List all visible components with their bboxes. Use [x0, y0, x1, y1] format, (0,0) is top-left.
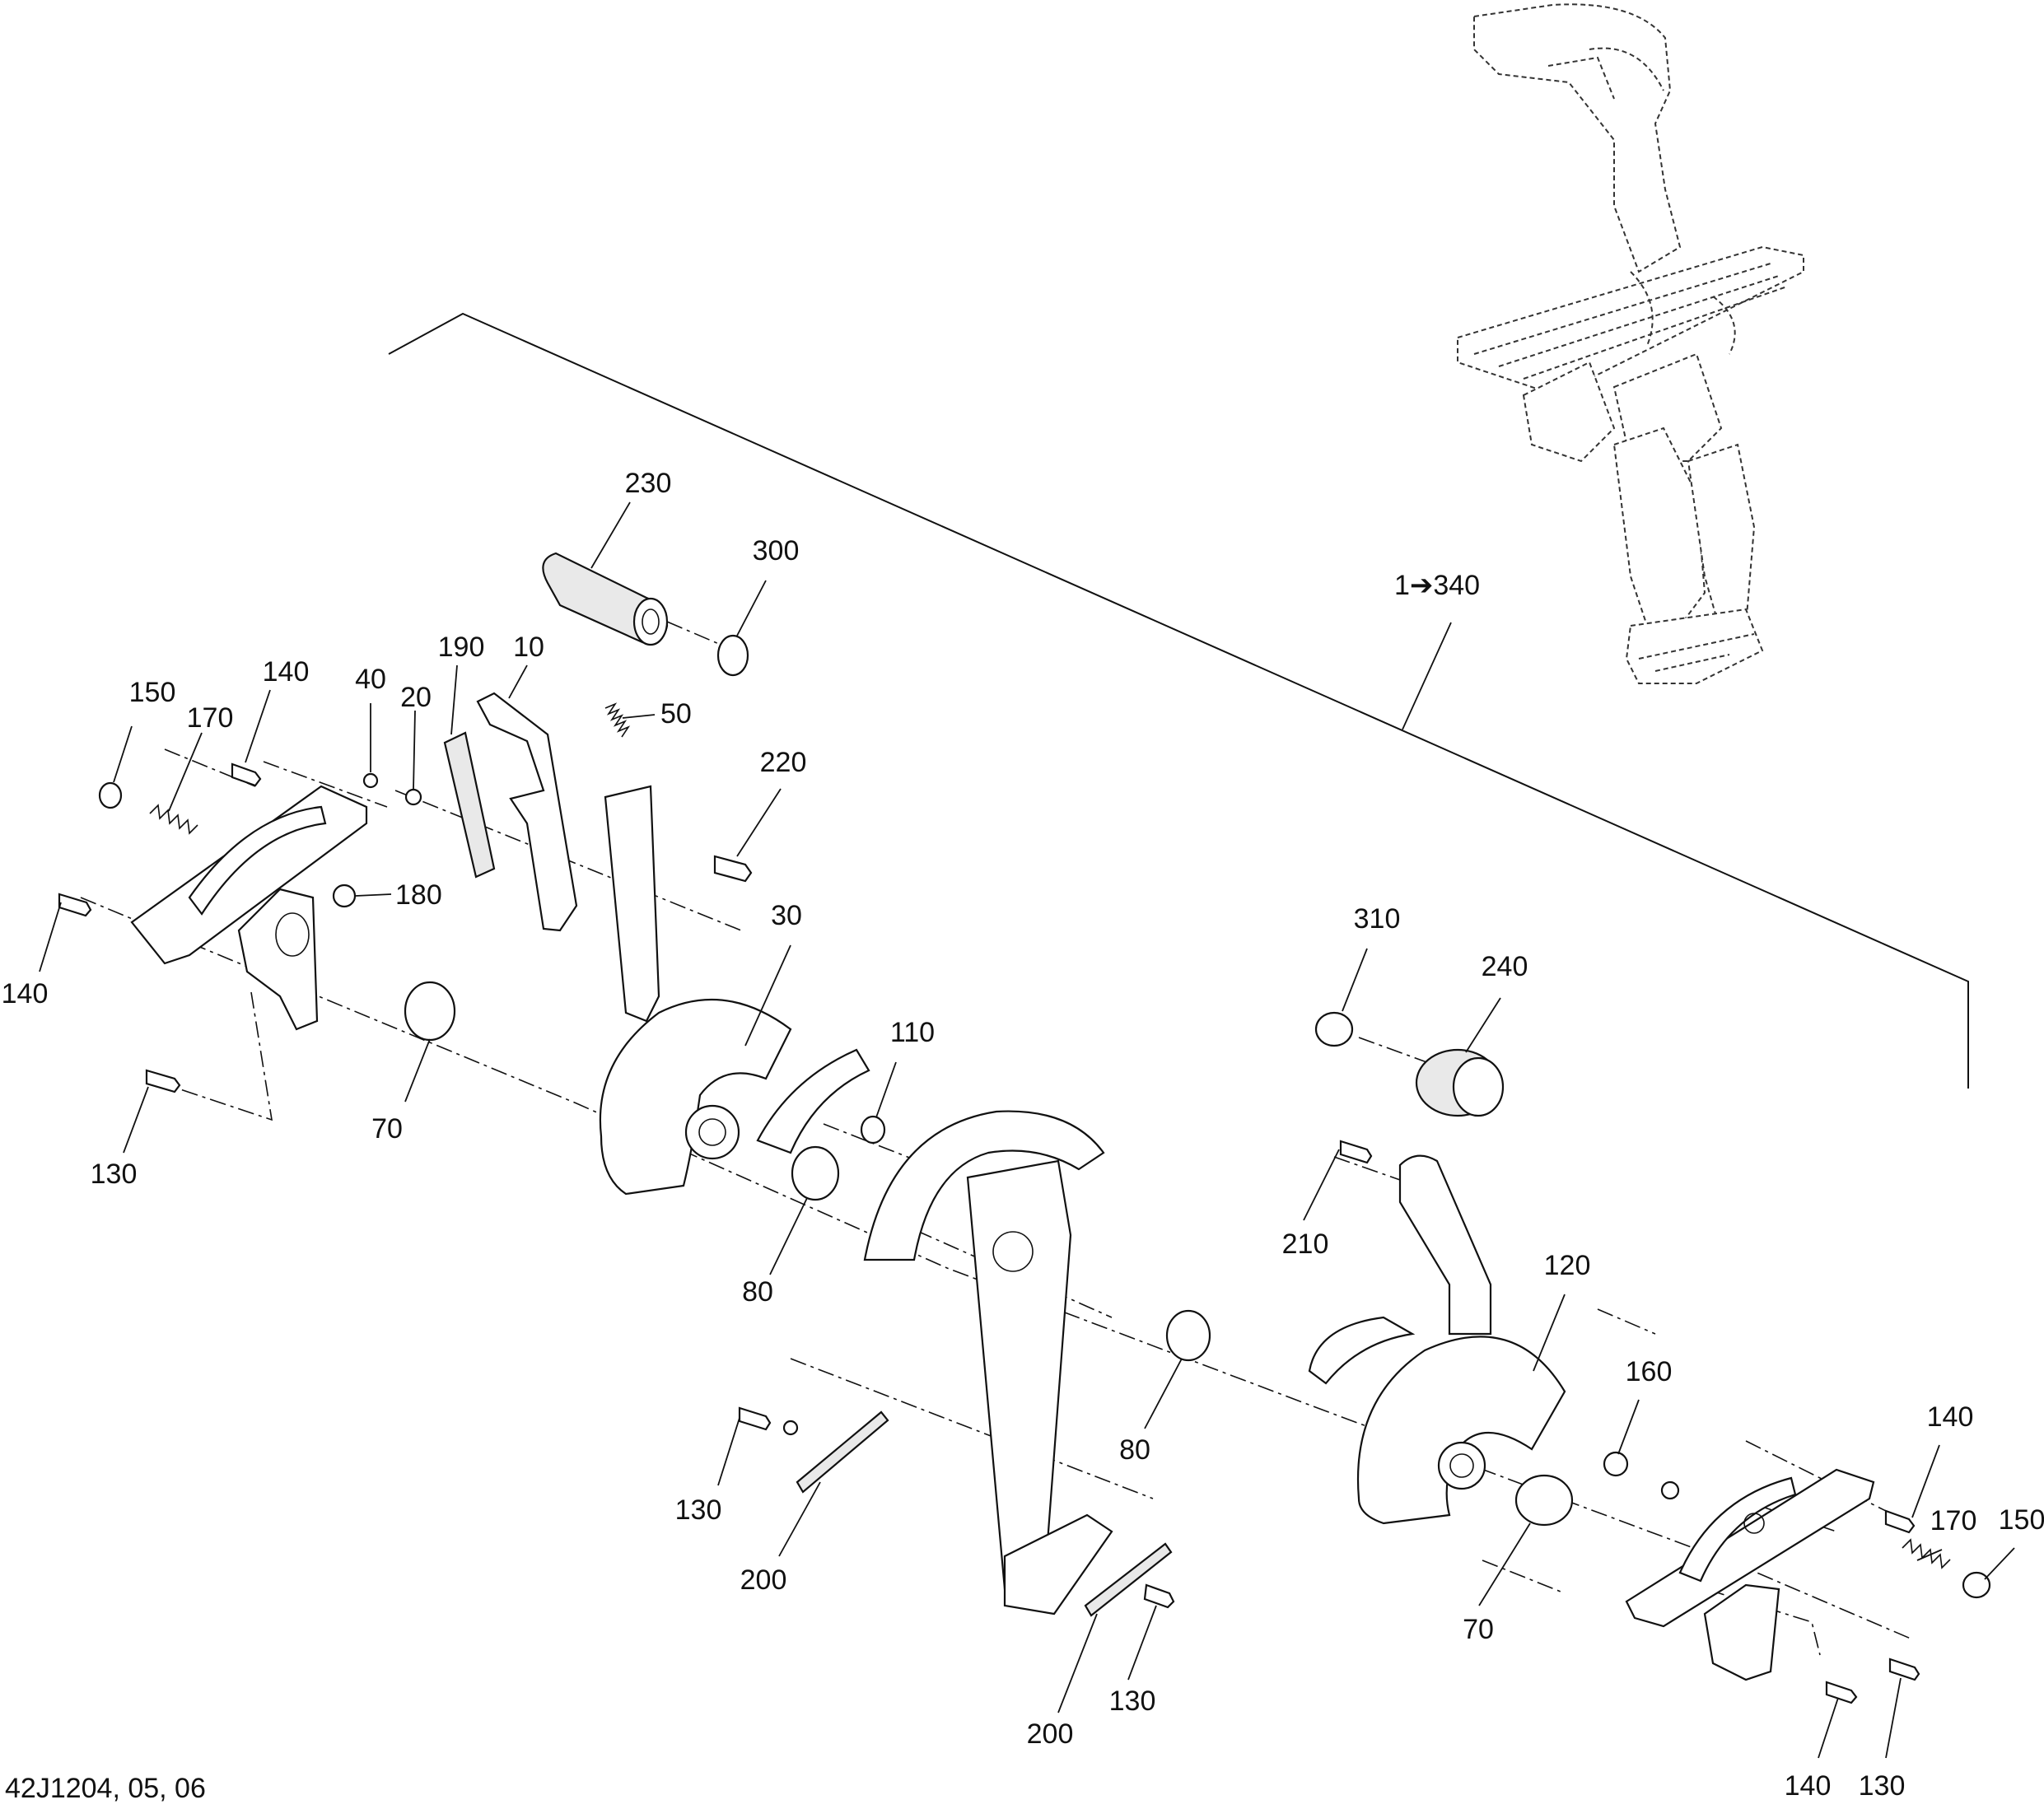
callout-labels: 230 300 190 10 50 140 150 170 40 20 220 … [2, 468, 2044, 1802]
left-housing [130, 785, 368, 1031]
callout-140-bottom: 140 [1785, 1770, 1832, 1802]
washer-20 [404, 788, 422, 806]
assembly-bracket [388, 312, 1969, 1089]
bolt-210 [1339, 1140, 1373, 1164]
spring-170-right [1902, 1538, 1951, 1569]
callout-140-right: 140 [1927, 1401, 1974, 1433]
nut-right [1660, 1480, 1680, 1500]
assembled-control-ghost [1457, 3, 1804, 684]
central-housing [863, 1110, 1113, 1616]
plate-200-left [796, 1410, 889, 1494]
callout-50: 50 [660, 698, 692, 730]
callout-200-left: 200 [740, 1564, 787, 1596]
plug-110 [860, 1115, 886, 1145]
ring-80-upper [791, 1145, 840, 1201]
washer-mid [782, 1420, 799, 1436]
cap-240-face [1452, 1056, 1505, 1117]
bolt-140-right-upper [1884, 1509, 1916, 1534]
clip-310 [1314, 1011, 1354, 1047]
callout-40: 40 [355, 664, 386, 695]
bushing-70-left [404, 981, 456, 1042]
ball-180 [332, 884, 357, 908]
lever-sector-120 [1308, 1154, 1566, 1525]
plate-190 [443, 731, 496, 879]
bolt-130-lower [1143, 1583, 1175, 1609]
leader-lines [39, 501, 2015, 1759]
callout-150-right: 150 [1999, 1504, 2044, 1536]
callout-180: 180 [395, 879, 442, 911]
part-160 [1603, 1451, 1629, 1477]
callout-130-mid: 130 [675, 1494, 722, 1526]
link-plate [756, 1048, 870, 1154]
cap-300 [716, 634, 749, 677]
callout-130-left: 130 [91, 1159, 138, 1190]
callout-30: 30 [771, 900, 802, 931]
callout-140-top: 140 [263, 656, 310, 688]
callout-150-left: 150 [129, 677, 176, 708]
cap-150-right [1962, 1571, 1991, 1599]
callout-110: 110 [890, 1017, 935, 1048]
shift-rod-10 [476, 692, 578, 932]
bolt-40 [362, 772, 379, 789]
reference-code: 42J1204, 05, 06 [5, 1773, 206, 1804]
callout-230: 230 [625, 468, 672, 499]
callout-20: 20 [400, 682, 432, 713]
right-housing [1625, 1468, 1875, 1681]
callout-10: 10 [513, 632, 544, 663]
callout-130-lower: 130 [1109, 1685, 1156, 1717]
callout-130-bottom: 130 [1859, 1770, 1906, 1802]
bolt-220 [713, 855, 753, 883]
bolt-130-mid [738, 1406, 772, 1431]
callout-210: 210 [1282, 1229, 1329, 1260]
callout-140-left: 140 [2, 978, 49, 1009]
spring-50 [604, 702, 631, 738]
plate-200-right [1084, 1542, 1173, 1617]
callout-300: 300 [753, 535, 800, 566]
ring-80-lower [1165, 1309, 1211, 1362]
callout-190: 190 [438, 632, 485, 663]
assembly-callout: 1➔340 [1394, 570, 1480, 601]
callout-170-left: 170 [187, 702, 234, 734]
lever-sector-30 [599, 785, 792, 1196]
callout-170-right: 170 [1930, 1505, 1977, 1536]
bolt-140-top-left [231, 762, 262, 787]
cap-150-left [98, 781, 123, 809]
bolt-140-left [58, 893, 92, 917]
callout-240: 240 [1482, 951, 1528, 982]
callout-80-upper: 80 [742, 1276, 773, 1308]
callout-310: 310 [1354, 903, 1401, 935]
callout-120: 120 [1544, 1250, 1591, 1281]
callout-200-right: 200 [1027, 1718, 1074, 1750]
callout-80-lower: 80 [1119, 1434, 1150, 1466]
spring-170-left [149, 804, 198, 835]
handle-grip-230 [542, 552, 669, 646]
bushing-70-right [1514, 1474, 1574, 1527]
callout-160: 160 [1626, 1356, 1673, 1387]
callout-220: 220 [760, 747, 807, 778]
bolt-140-right-lower [1825, 1681, 1858, 1704]
bolt-130-left [145, 1069, 181, 1093]
bolt-130-right [1888, 1657, 1920, 1681]
callout-70-left: 70 [371, 1113, 403, 1145]
callout-70-right: 70 [1463, 1614, 1494, 1645]
